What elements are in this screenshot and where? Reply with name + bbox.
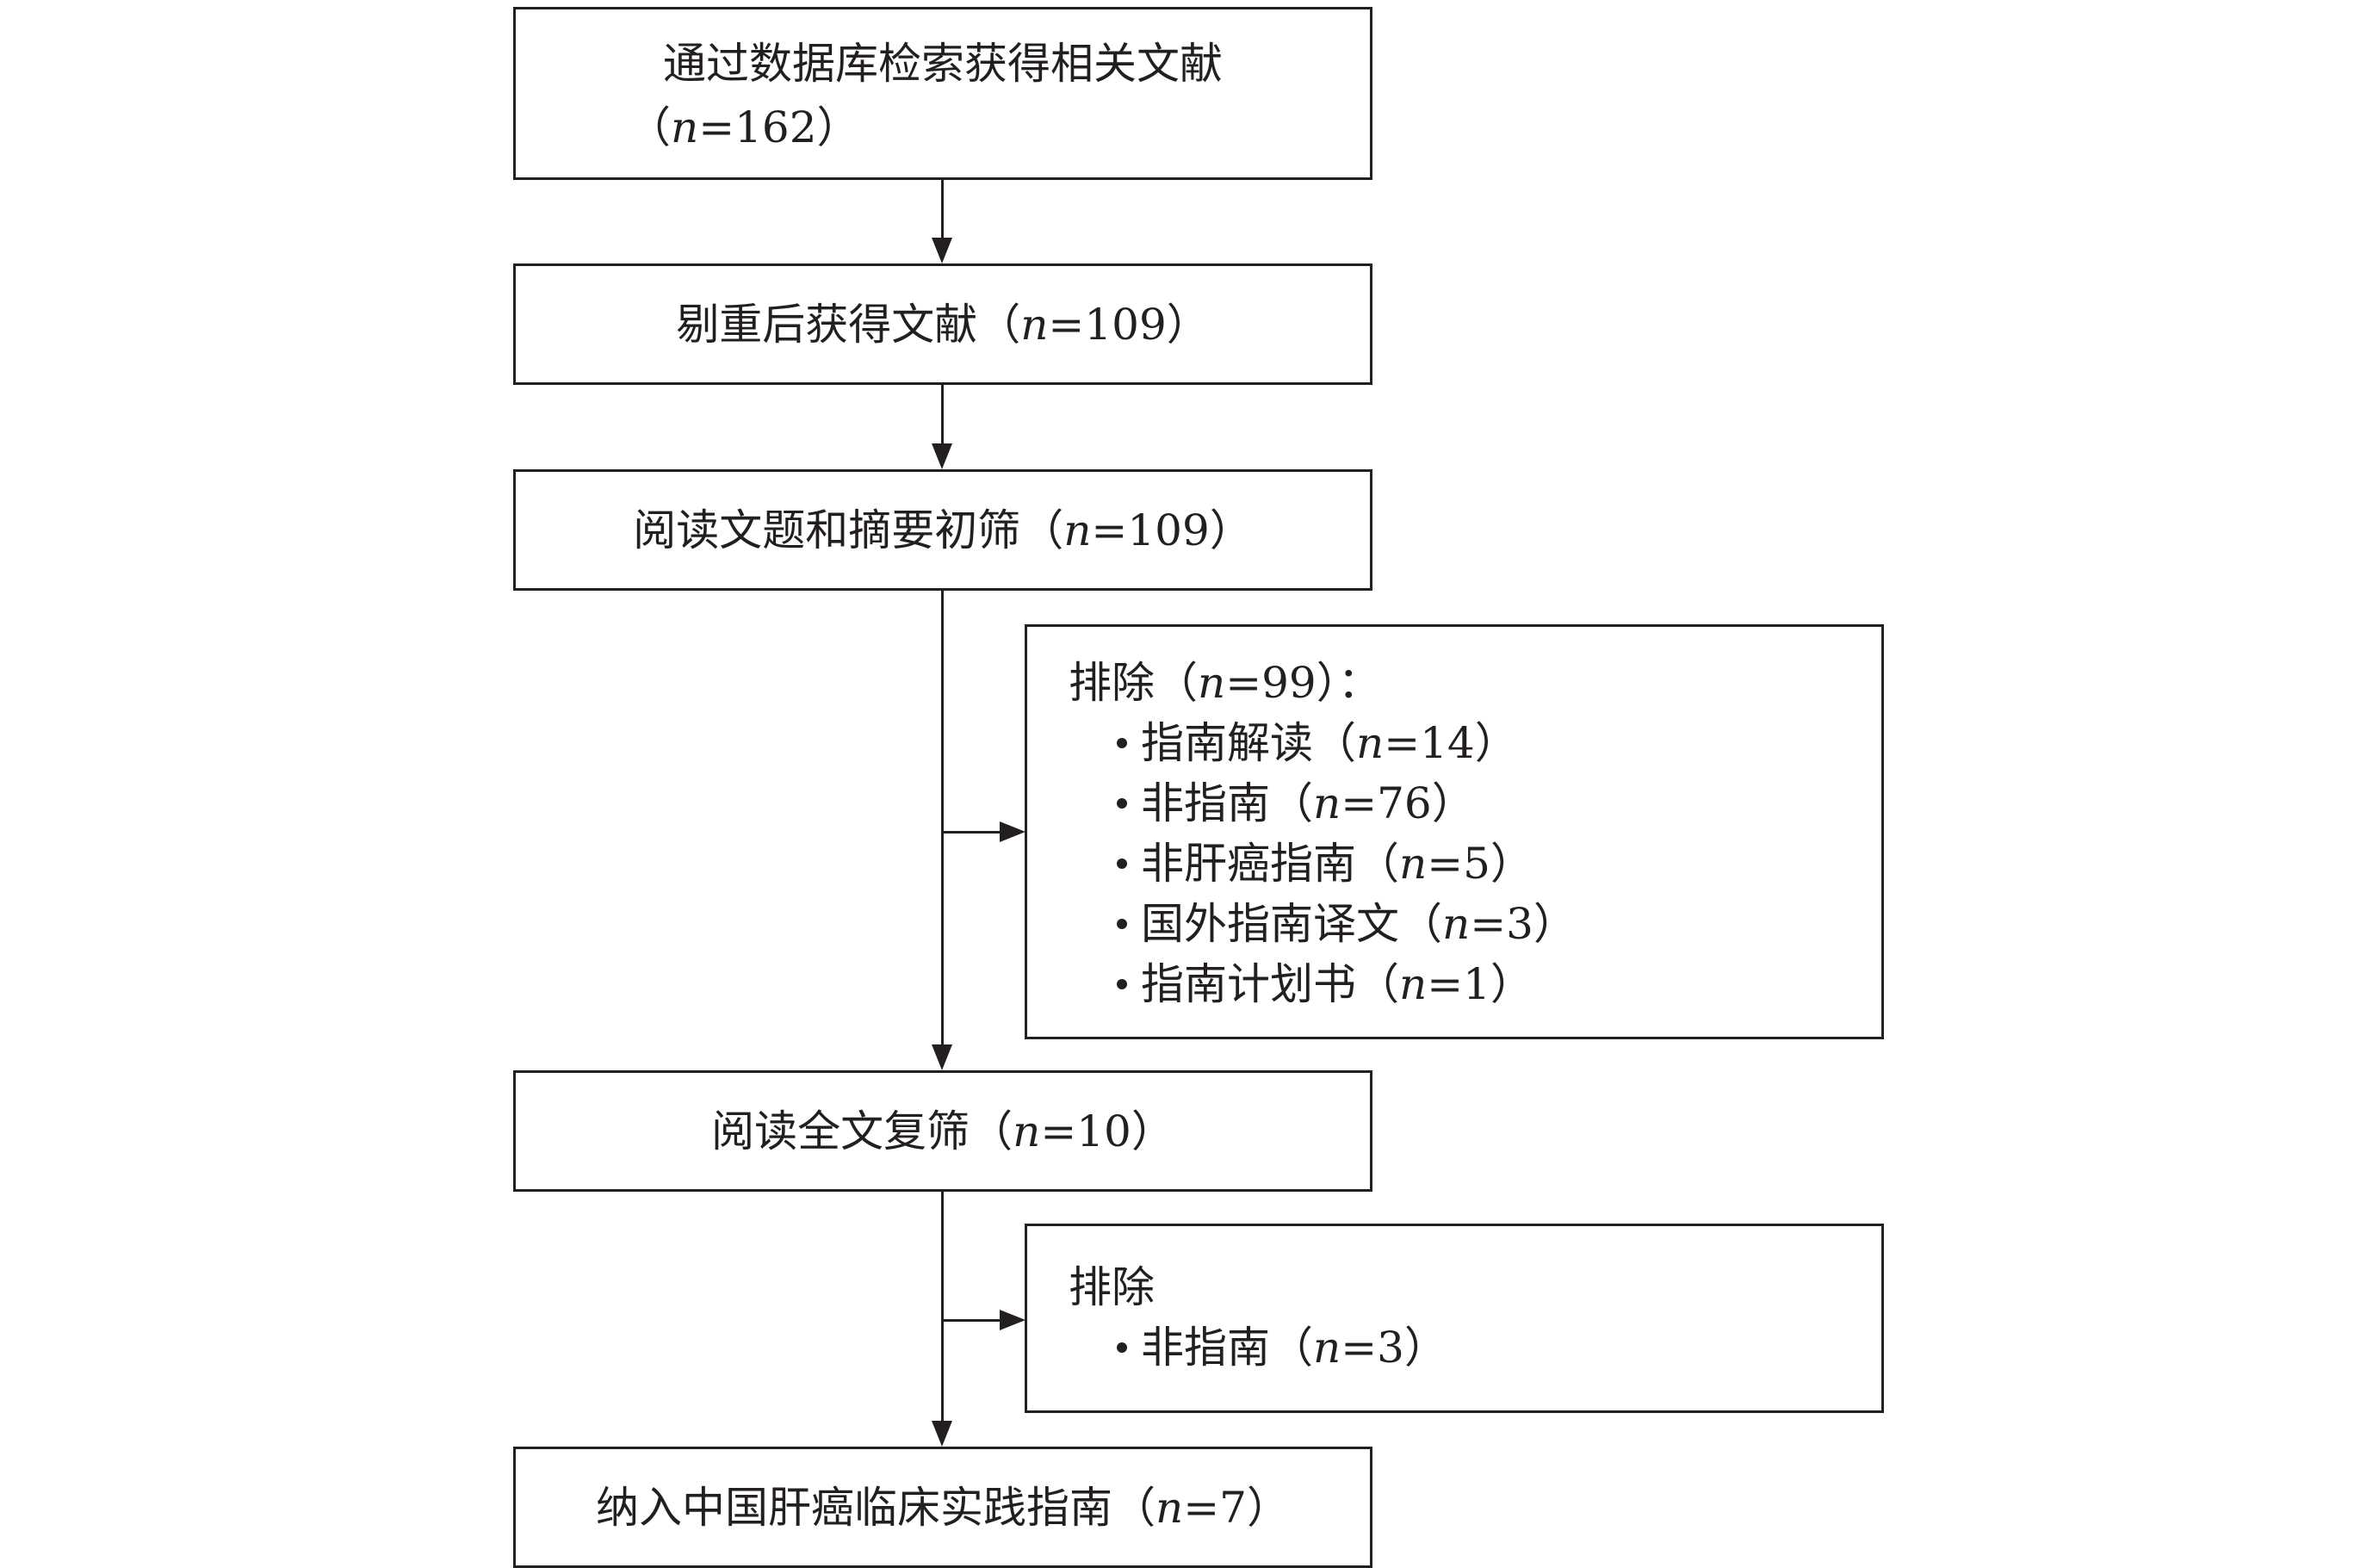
exclusion-box-2: 排除 非指南（n=3） [1025,1224,1884,1413]
exclusion-2-heading: 排除 [1069,1262,1155,1312]
bullet-icon [1117,919,1127,929]
connector-dedup-screen [941,385,944,446]
node-dedup: 剔重后获得文献（n=109） [513,263,1372,385]
node-fulltext: 阅读全文复筛（n=10） [513,1070,1372,1192]
bullet-icon [1117,858,1127,869]
node-search: 通过数据库检索获得相关文献 （n=162） [513,7,1372,180]
exclusion-1-item: 指南解读（n=14） [1117,713,1518,773]
connector-to-exclusion-2 [941,1319,1003,1322]
node-screen: 阅读文题和摘要初筛（n=109） [513,469,1372,591]
exclusion-box-1: 排除（n=99）： 指南解读（n=14） 非指南（n=76） 非肝癌指南（n=5… [1025,624,1884,1039]
exclusion-1-item: 非指南（n=76） [1117,773,1475,834]
bullet-icon [1117,979,1127,989]
bullet-icon [1117,1342,1127,1353]
node-included: 纳入中国肝癌临床实践指南（n=7） [513,1447,1372,1568]
exclusion-1-item: 国外指南译文（n=3） [1117,894,1577,954]
node-screen-label: 阅读文题和摘要初筛（n=109） [633,505,1253,555]
arrow-right-icon [1000,1310,1025,1330]
arrow-down-icon [932,1044,952,1070]
connector-to-exclusion-1 [941,831,1003,834]
connector-screen-fulltext [941,591,944,1047]
node-dedup-label: 剔重后获得文献（n=109） [676,300,1210,350]
exclusion-1-item: 非肝癌指南（n=5） [1117,834,1533,894]
node-search-label: 通过数据库检索获得相关文献 [663,39,1223,89]
node-search-count: （n=162） [628,102,860,152]
node-included-label: 纳入中国肝癌临床实践指南（n=7） [596,1483,1290,1533]
exclusion-1-item: 指南计划书（n=1） [1117,954,1533,1014]
arrow-right-icon [1000,821,1025,842]
bullet-icon [1117,798,1127,809]
bullet-icon [1117,738,1127,748]
arrow-down-icon [932,1421,952,1447]
connector-fulltext-included [941,1192,944,1423]
node-fulltext-label: 阅读全文复筛（n=10） [711,1106,1174,1156]
connector-search-dedup [941,180,944,240]
arrow-down-icon [932,238,952,263]
exclusion-1-heading: 排除（n=99）： [1069,658,1381,708]
arrow-down-icon [932,443,952,469]
exclusion-2-item: 非指南（n=3） [1117,1317,1447,1378]
